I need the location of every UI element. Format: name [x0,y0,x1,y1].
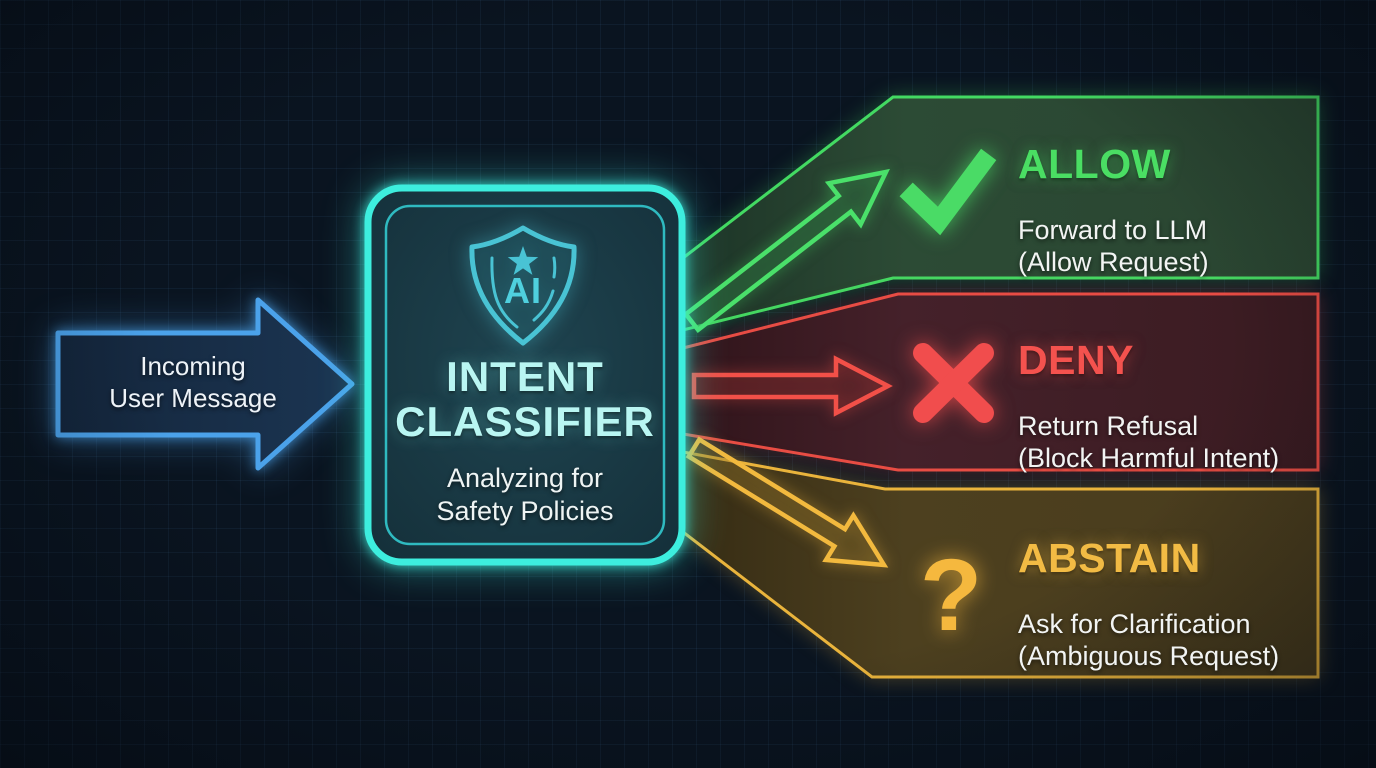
deny-description: Return Refusal (Block Harmful Intent) [1018,410,1280,474]
allow-label: ALLOW [1018,141,1171,187]
ai-shield-label: AI [504,270,542,311]
deny-outcome-text: DENY Return Refusal (Block Harmful Inten… [1018,320,1348,493]
deny-label: DENY [1018,337,1134,383]
abstain-description: Ask for Clarification (Ambiguous Request… [1018,608,1280,672]
classifier-title: INTENT CLASSIFIER [395,353,655,446]
allow-outcome-text: ALLOW Forward to LLM (Allow Request) [1018,124,1348,297]
abstain-outcome-text: ABSTAIN Ask for Clarification (Ambiguous… [1018,518,1348,691]
question-mark-icon: ? [920,538,982,652]
input-arrow-label: Incoming User Message [109,351,277,414]
allow-description: Forward to LLM (Allow Request) [1018,214,1209,278]
classifier-subtitle: Analyzing for Safety Policies [436,463,614,526]
abstain-label: ABSTAIN [1018,535,1201,581]
